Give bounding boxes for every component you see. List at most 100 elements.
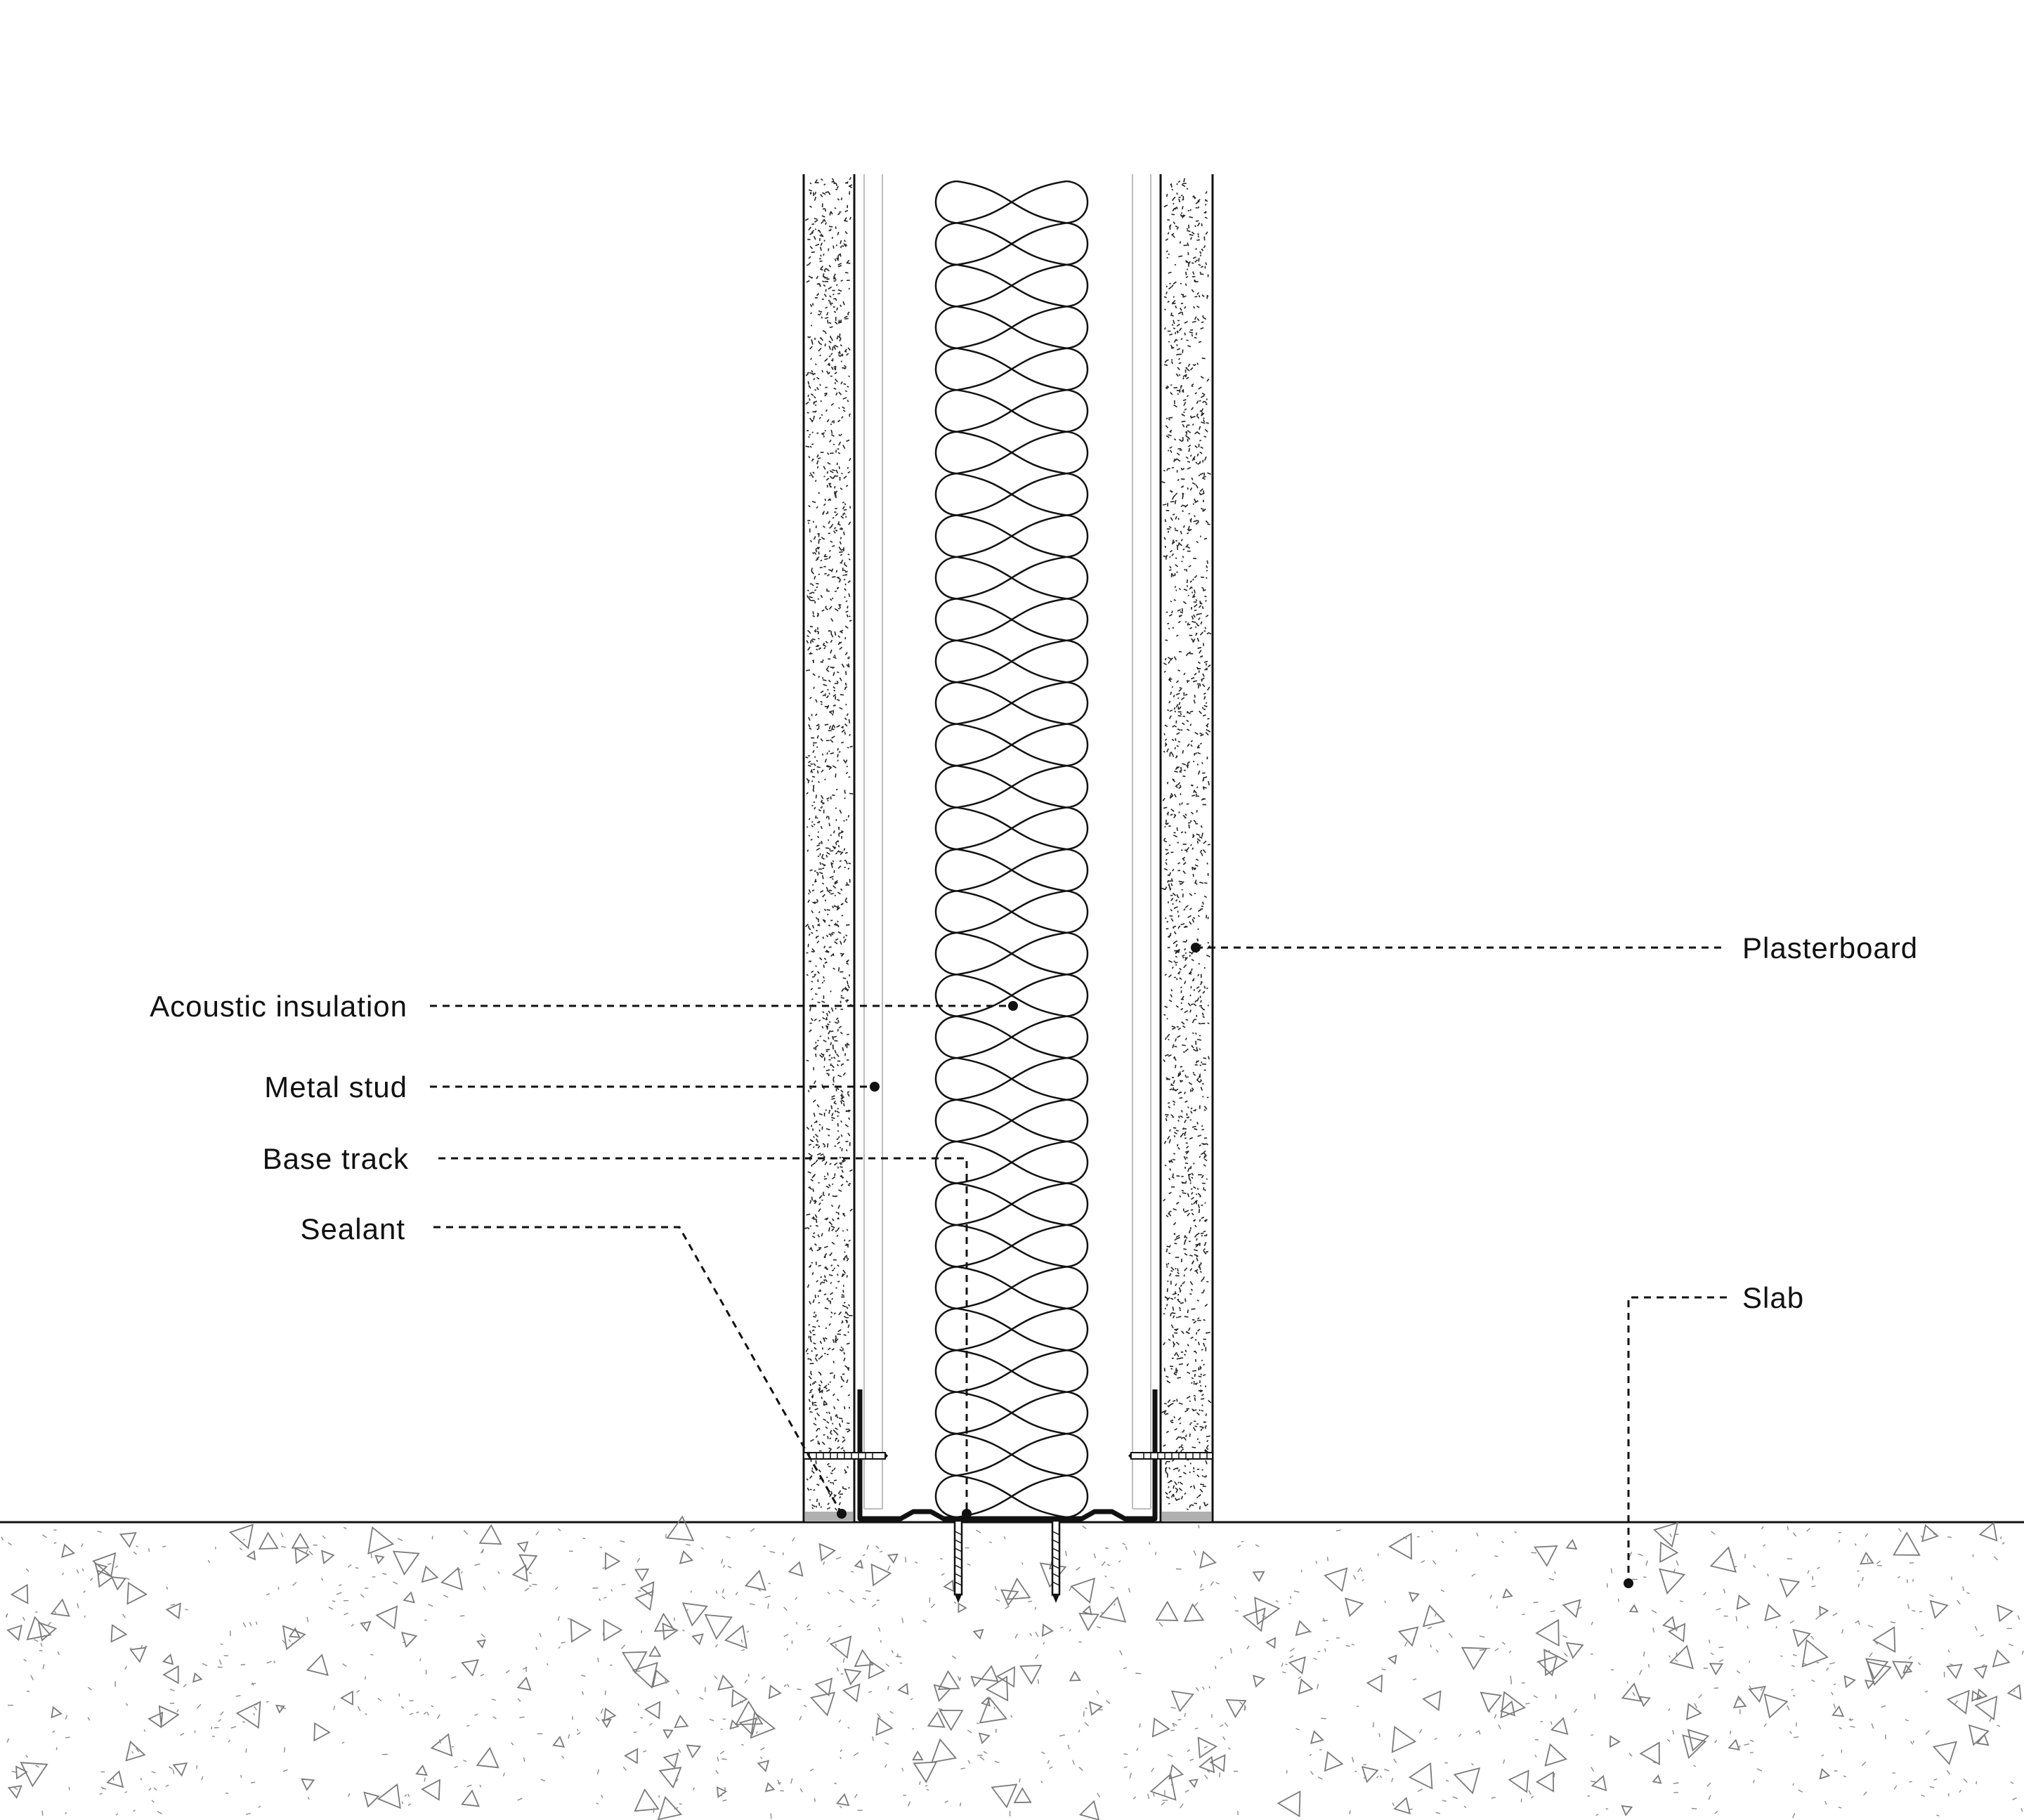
slab-aggregate-stone bbox=[1792, 1628, 1812, 1648]
plasterboard-speckle bbox=[1177, 1377, 1181, 1379]
plasterboard-speckle bbox=[812, 615, 816, 617]
plasterboard-speckle bbox=[843, 569, 847, 572]
plasterboard-speckle bbox=[833, 1429, 837, 1434]
plasterboard-speckle bbox=[1203, 895, 1208, 898]
plasterboard-speckle bbox=[1179, 1309, 1182, 1311]
slab-aggregate-fleck bbox=[240, 1774, 242, 1779]
plasterboard-speckle bbox=[843, 563, 848, 568]
plasterboard-speckle bbox=[839, 1495, 842, 1499]
plasterboard-speckle bbox=[1198, 1441, 1201, 1444]
slab-aggregate-stone bbox=[1366, 1674, 1383, 1693]
plasterboard-speckle bbox=[1203, 1230, 1206, 1233]
plasterboard-speckle bbox=[816, 1484, 820, 1486]
slab-aggregate-fleck bbox=[1379, 1775, 1383, 1779]
plasterboard-speckle bbox=[821, 432, 825, 435]
plasterboard-speckle bbox=[809, 1330, 812, 1334]
slab-aggregate-fleck bbox=[1857, 1583, 1860, 1587]
plasterboard-speckle bbox=[806, 640, 809, 644]
plasterboard-speckle bbox=[1192, 680, 1195, 683]
slab-aggregate-fleck bbox=[253, 1713, 256, 1716]
plasterboard-speckle bbox=[831, 1348, 835, 1351]
plasterboard-speckle bbox=[814, 219, 818, 223]
plasterboard-speckle bbox=[1166, 1033, 1170, 1038]
slab-aggregate-fleck bbox=[360, 1594, 365, 1598]
plasterboard-speckle bbox=[1191, 638, 1194, 641]
slab-aggregate-stone bbox=[842, 1683, 861, 1703]
plasterboard-speckle bbox=[1194, 1224, 1197, 1228]
plasterboard-speckle bbox=[1187, 242, 1189, 247]
plasterboard-speckle bbox=[1180, 766, 1182, 770]
plasterboard-speckle bbox=[1176, 228, 1179, 230]
plasterboard-speckle bbox=[813, 1136, 815, 1139]
plasterboard-speckle bbox=[1205, 662, 1208, 666]
plasterboard-speckle bbox=[844, 1124, 849, 1127]
plasterboard-speckle bbox=[828, 498, 831, 502]
slab-aggregate-fleck bbox=[176, 1709, 179, 1713]
slab-aggregate-stone bbox=[1082, 1604, 1092, 1616]
plasterboard-speckle bbox=[1184, 1048, 1189, 1052]
plasterboard-speckle bbox=[821, 857, 825, 860]
plasterboard-speckle bbox=[837, 1274, 839, 1276]
slab-aggregate-fleck bbox=[1810, 1635, 1815, 1640]
plasterboard-speckle bbox=[844, 1239, 846, 1242]
plasterboard-speckle bbox=[1183, 1240, 1186, 1245]
plasterboard-speckle bbox=[817, 532, 820, 535]
plasterboard-speckle bbox=[844, 682, 847, 686]
slab-aggregate-fleck bbox=[1735, 1616, 1737, 1622]
slab-aggregate-stone bbox=[1659, 1541, 1679, 1564]
plasterboard-speckle bbox=[808, 385, 811, 389]
plasterboard-speckle bbox=[844, 503, 847, 506]
plasterboard-speckle bbox=[837, 891, 841, 895]
plasterboard-speckle bbox=[811, 1236, 816, 1238]
plasterboard-speckle bbox=[1204, 456, 1207, 461]
slab-aggregate-fleck bbox=[1326, 1639, 1328, 1642]
plasterboard-speckle bbox=[840, 1100, 843, 1104]
plasterboard-speckle bbox=[846, 614, 849, 617]
plasterboard-speckle bbox=[1170, 600, 1173, 603]
plasterboard-speckle bbox=[823, 1384, 828, 1389]
plasterboard-speckle bbox=[837, 851, 842, 853]
plasterboard-speckle bbox=[1200, 1232, 1204, 1234]
plasterboard-speckle bbox=[840, 1375, 843, 1380]
plasterboard-speckle bbox=[840, 888, 843, 891]
slab-aggregate-stone bbox=[1709, 1663, 1723, 1676]
plasterboard-speckle bbox=[827, 1503, 830, 1505]
plasterboard-speckle bbox=[844, 596, 846, 598]
plasterboard-speckle bbox=[1203, 436, 1207, 438]
slab-aggregate-fleck bbox=[1479, 1649, 1485, 1651]
plasterboard-speckle bbox=[1168, 1038, 1170, 1041]
plasterboard-speckle bbox=[1170, 994, 1173, 997]
slab-aggregate-fleck bbox=[1093, 1553, 1097, 1559]
slab-aggregate-stone bbox=[1197, 1736, 1217, 1759]
plasterboard-speckle bbox=[828, 1274, 833, 1276]
plasterboard-speckle bbox=[1194, 1269, 1199, 1272]
plasterboard-speckle bbox=[810, 1248, 814, 1252]
slab-aggregate-fleck bbox=[1734, 1566, 1737, 1568]
plasterboard-speckle bbox=[1199, 1080, 1202, 1083]
slab-aggregate-stone bbox=[603, 1707, 617, 1722]
plasterboard-speckle bbox=[840, 995, 843, 997]
plasterboard-speckle bbox=[1180, 385, 1182, 389]
plasterboard-speckle bbox=[821, 1441, 825, 1446]
plasterboard-speckle bbox=[825, 268, 830, 272]
plasterboard-speckle bbox=[816, 1248, 821, 1252]
plasterboard-speckle bbox=[811, 1382, 814, 1385]
plasterboard-speckle bbox=[1196, 637, 1200, 642]
plasterboard-speckle bbox=[1198, 294, 1201, 298]
slab-aggregate-stone bbox=[1929, 1599, 1949, 1619]
plasterboard-speckle bbox=[1171, 1459, 1175, 1462]
slab-aggregate-stone bbox=[570, 1618, 592, 1643]
plasterboard-speckle bbox=[1168, 287, 1172, 290]
slab-aggregate-fleck bbox=[1049, 1766, 1053, 1769]
plasterboard-speckle bbox=[814, 218, 818, 220]
slab-aggregate-fleck bbox=[1014, 1633, 1018, 1639]
plasterboard-speckle bbox=[820, 242, 823, 246]
slab-aggregate-stone bbox=[20, 1762, 48, 1788]
wall-screw-right bbox=[1128, 1452, 1213, 1460]
slab-aggregate-fleck bbox=[89, 1577, 93, 1581]
plasterboard-speckle bbox=[807, 764, 811, 767]
slab-aggregate-fleck bbox=[1792, 1532, 1797, 1537]
plasterboard-speckle bbox=[811, 976, 816, 978]
plasterboard-speckle bbox=[828, 346, 831, 350]
plasterboard-speckle bbox=[809, 727, 812, 730]
